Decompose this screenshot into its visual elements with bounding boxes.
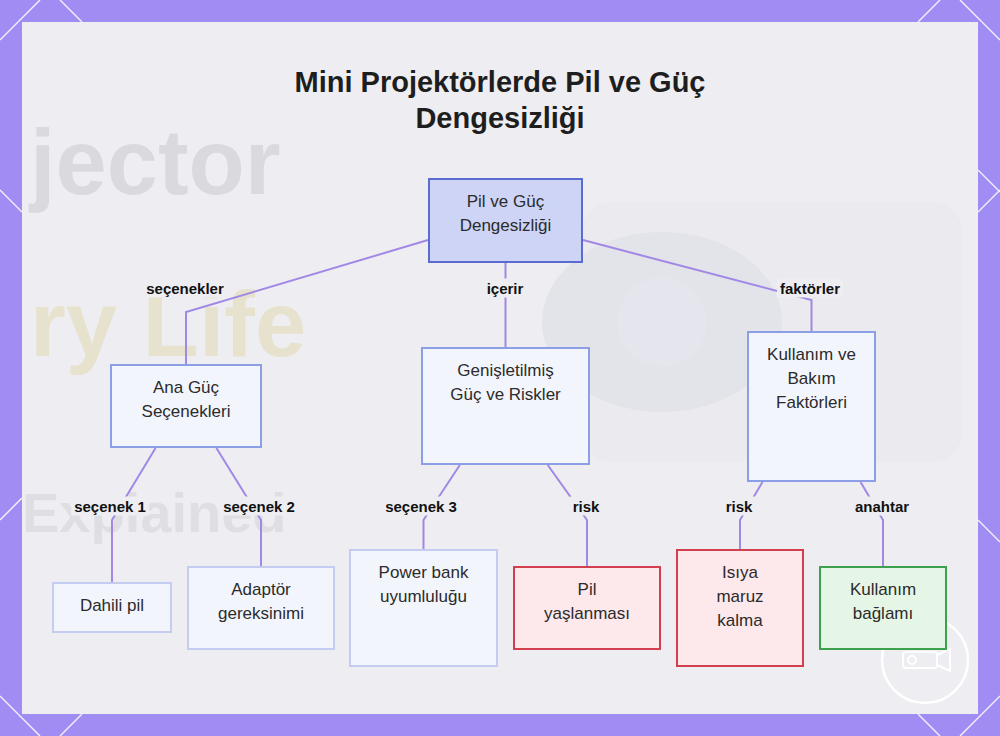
concept-box: Pil ve Güç Dengesizliği [428, 178, 583, 263]
concept-box: Power bank uyumluluğu [349, 549, 498, 667]
connector-line [548, 465, 587, 566]
node-text: Ana Güç Seçenekleri [131, 366, 241, 424]
watermark-text: jector [30, 110, 281, 215]
connector-line [505, 263, 507, 347]
connector-line [861, 482, 883, 566]
edge-label: seçenek 2 [220, 497, 298, 516]
edge-label: anahtar [852, 497, 912, 516]
connector-line [186, 240, 428, 364]
edge-label: faktörler [777, 279, 843, 298]
concept-box: Kullanım bağlamı [819, 566, 947, 650]
node-text: Adaptör gereksinimi [202, 568, 320, 626]
concept-box: Genişletilmiş Güç ve Riskler [421, 347, 590, 465]
concept-box: Adaptör gereksinimi [187, 566, 335, 650]
concept-box: Isıya maruz kalma [676, 549, 804, 667]
node-text: Pil yaşlanması [535, 568, 639, 626]
node-text: Dahili pil [57, 584, 167, 618]
edge-label: içerir [484, 279, 527, 298]
edge-label: seçenek 1 [71, 497, 149, 516]
concept-box: Kullanım ve Bakım Faktörleri [747, 331, 876, 482]
node-text: Pil ve Güç Dengesizliği [446, 180, 566, 238]
node-text: Power bank uyumluluğu [372, 551, 476, 609]
connector-line [740, 482, 762, 549]
concept-box: Dahili pil [52, 582, 172, 633]
edge-label: seçenek 3 [382, 497, 460, 516]
node-text: Genişletilmiş Güç ve Riskler [446, 349, 566, 407]
edge-label: risk [570, 497, 603, 516]
concept-box: Ana Güç Seçenekleri [110, 364, 262, 448]
diagram-title: Mini Projektörlerde Pil ve Güç Dengesizl… [270, 64, 730, 136]
concept-box: Pil yaşlanması [513, 566, 661, 650]
edge-label: risk [723, 497, 756, 516]
node-text: Isıya maruz kalma [709, 551, 771, 633]
edge-label: seçenekler [143, 279, 227, 298]
node-text: Kullanım ve Bakım Faktörleri [766, 333, 858, 415]
node-text: Kullanım bağlamı [837, 568, 929, 626]
